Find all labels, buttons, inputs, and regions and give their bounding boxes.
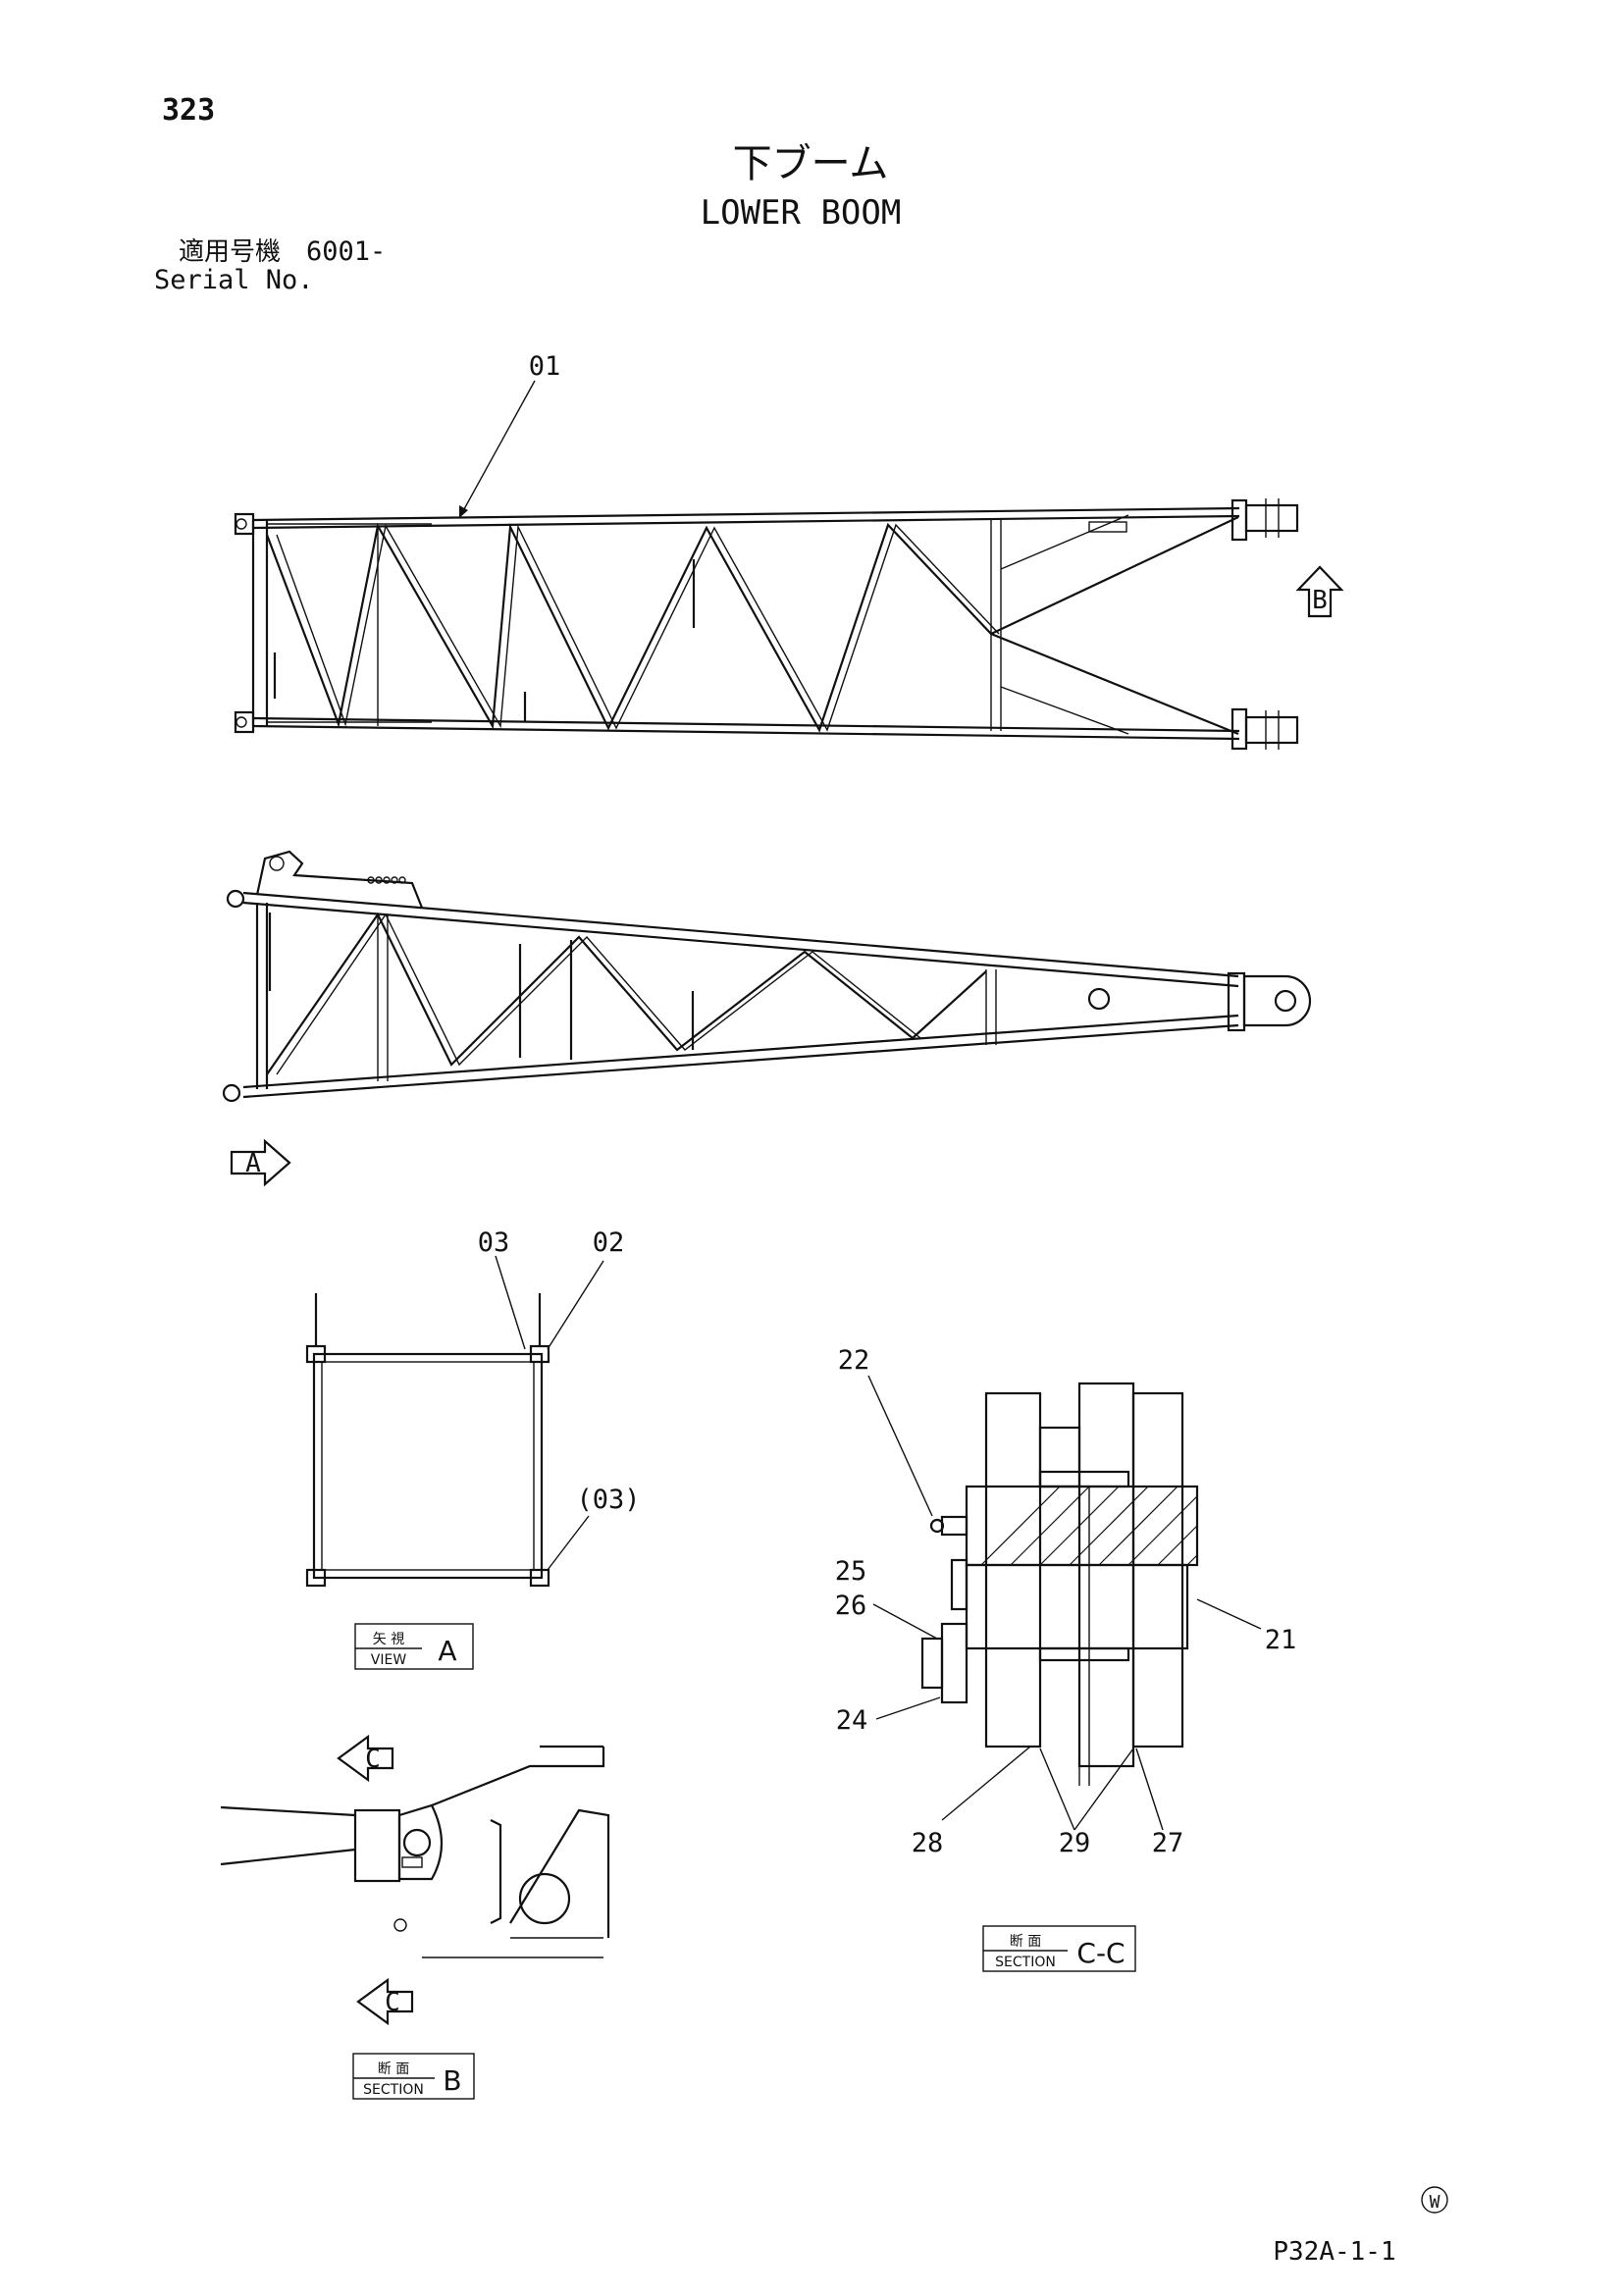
section-b-view xyxy=(220,1745,610,1958)
view-arrow-c-lower xyxy=(356,1977,414,2026)
view-arrow-a xyxy=(230,1138,291,1187)
callout-29: 29 xyxy=(1059,1828,1091,1858)
view-a-frame xyxy=(305,1255,604,1588)
view-arrow-a-letter: A xyxy=(245,1149,261,1178)
callout-25: 25 xyxy=(835,1556,867,1587)
serial-label-english: Serial No. xyxy=(154,265,314,295)
boom-plan-view xyxy=(234,380,1299,751)
section-cc-view xyxy=(867,1375,1262,1831)
view-a-label-en: VIEW xyxy=(371,1652,407,1668)
serial-label-japanese: 適用号機 xyxy=(179,237,281,267)
callout-01: 01 xyxy=(529,351,561,382)
view-a-label xyxy=(354,1623,474,1670)
view-a-label-letter: A xyxy=(438,1635,456,1667)
section-b-label-en: SECTION xyxy=(363,2082,424,2098)
title-japanese: 下ブーム xyxy=(733,141,889,186)
callout-24: 24 xyxy=(836,1705,868,1736)
view-arrow-b xyxy=(1295,565,1344,618)
callout-02: 02 xyxy=(593,1227,625,1258)
section-cc-label-letter: C-C xyxy=(1076,1937,1125,1969)
callout-22: 22 xyxy=(838,1345,870,1376)
callout-26: 26 xyxy=(835,1591,867,1621)
drawing-code: P32A-1-1 xyxy=(1273,2237,1395,2267)
view-arrow-b-letter: B xyxy=(1312,586,1328,615)
view-arrow-c-upper-letter: C xyxy=(365,1745,381,1774)
section-cc-label-jp: 断 面 xyxy=(1010,1934,1041,1950)
boom-side-view xyxy=(222,850,1312,1103)
w-mark-circle xyxy=(1421,2186,1448,2214)
callout-21: 21 xyxy=(1265,1625,1297,1655)
view-arrow-c-lower-letter: C xyxy=(385,1988,400,2017)
section-b-label-jp: 断 面 xyxy=(378,2061,409,2077)
callout-03-reference: (03) xyxy=(576,1485,640,1515)
callout-27: 27 xyxy=(1152,1828,1184,1858)
w-mark-letter: W xyxy=(1430,2192,1440,2213)
title-english: LOWER BOOM xyxy=(701,193,902,233)
serial-value: 6001- xyxy=(306,236,386,267)
section-b-label xyxy=(352,2053,475,2100)
view-a-label-jp: 矢 視 xyxy=(373,1632,404,1647)
view-arrow-c-upper xyxy=(337,1734,394,1783)
section-b-label-letter: B xyxy=(443,2064,461,2097)
section-cc-label-en: SECTION xyxy=(995,1955,1056,1970)
callout-28: 28 xyxy=(912,1828,944,1858)
page-number: 323 xyxy=(162,93,215,128)
section-cc-label xyxy=(982,1925,1136,1972)
callout-03: 03 xyxy=(478,1227,510,1258)
